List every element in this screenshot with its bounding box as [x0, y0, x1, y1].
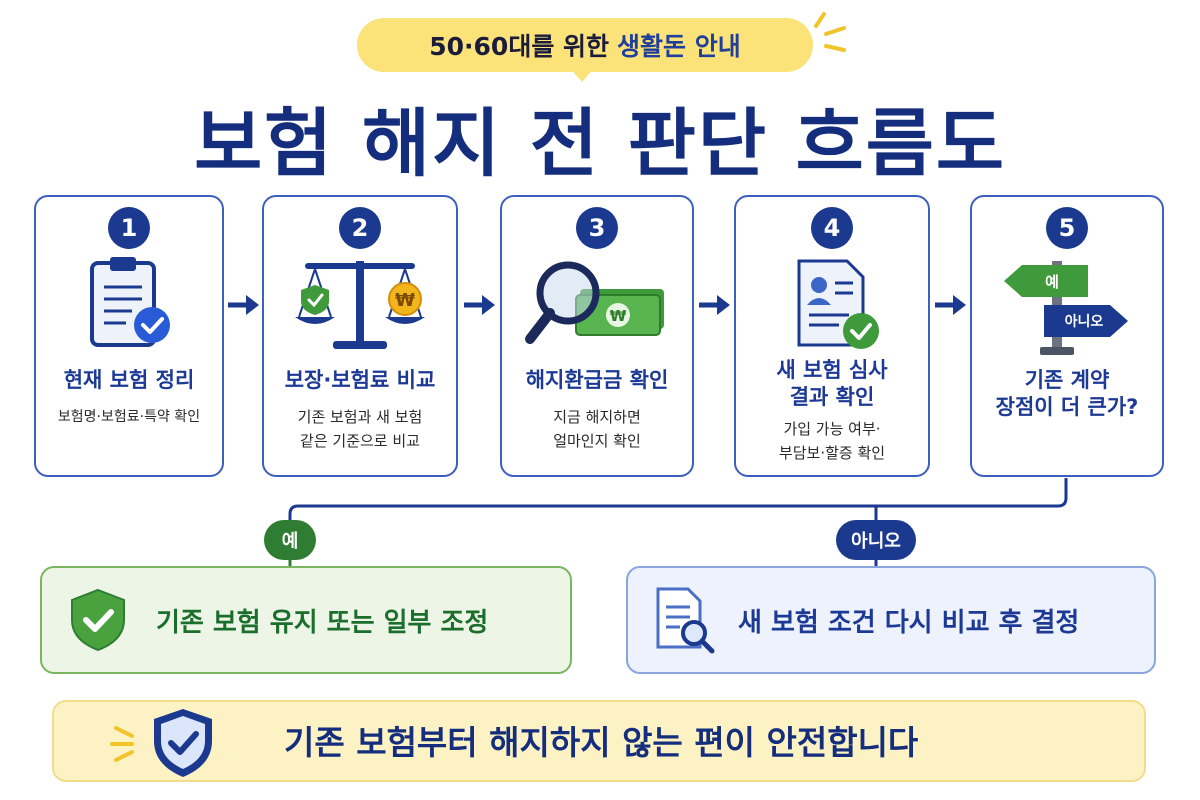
svg-text:₩: ₩ [610, 307, 627, 325]
conclusion-text: 기존 보험부터 해지하지 않는 편이 안전합니다 [284, 723, 919, 762]
shield-check-icon [71, 588, 125, 652]
magnifier-money-icon: ₩ [525, 261, 664, 344]
profile-document-check-icon [797, 259, 879, 349]
step-number: 4 [811, 207, 853, 249]
sparkle-icon [814, 12, 846, 52]
step-title: 보장·보험료 비교 [284, 368, 436, 392]
balance-scale-icon: ₩ [295, 261, 425, 349]
sparkle-icon [110, 726, 134, 762]
result-no-text: 새 보험 조건 다시 비교 후 결정 [738, 607, 1080, 638]
step-description: 기존 보험과 새 보험 같은 기준으로 비교 [297, 408, 423, 450]
step-card-3: 3 ₩ 해지환급금 확인 지금 해지하면 얼마인지 확인 [500, 195, 694, 477]
arrow-right-icon [935, 295, 966, 315]
clipboard-check-icon [90, 257, 170, 347]
branch-yes-pill: 예 [264, 520, 316, 560]
document-search-icon [656, 587, 715, 654]
step-description: 보험명·보험료·특약 확인 [57, 409, 201, 425]
sign-no-label: 아니오 [1065, 313, 1104, 330]
step-card-5: 5 예 아니오 기존 계약 장점이 더 큰가? [970, 195, 1164, 477]
step-title: 해지환급금 확인 [525, 368, 669, 392]
step-title: 현재 보험 정리 [63, 368, 195, 392]
subtitle-prefix: 50·60대를 위한 [429, 32, 610, 61]
signpost-icon: 예 아니오 [1004, 261, 1128, 355]
step-number: 5 [1046, 207, 1088, 249]
arrow-right-icon [228, 295, 259, 315]
step-title: 새 보험 심사 결과 확인 [776, 358, 888, 409]
arrow-right-icon [699, 295, 730, 315]
result-yes-box: 기존 보험 유지 또는 일부 조정 [40, 566, 572, 674]
result-no-box: 새 보험 조건 다시 비교 후 결정 [626, 566, 1156, 674]
branch-no-pill: 아니오 [836, 520, 916, 560]
subtitle-bubble: 50·60대를 위한 생활돈 안내 [357, 18, 813, 72]
shield-check-icon [154, 709, 212, 777]
step-description: 가입 가능 여부· 부담보·할증 확인 [778, 420, 886, 462]
arrow-right-icon [464, 295, 495, 315]
result-yes-text: 기존 보험 유지 또는 일부 조정 [156, 607, 489, 638]
sign-yes-label: 예 [1045, 273, 1059, 291]
step-description: 지금 해지하면 얼마인지 확인 [553, 408, 641, 450]
conclusion-banner: 기존 보험부터 해지하지 않는 편이 안전합니다 [52, 700, 1146, 782]
subtitle-highlight: 생활돈 안내 [617, 32, 741, 61]
step-card-4: 4 새 보험 심사 결과 확인 가입 가능 여부· 부담보·할증 확인 [734, 195, 930, 477]
bubble-tail [568, 66, 596, 82]
step-number: 3 [576, 207, 618, 249]
page-title: 보험 해지 전 판단 흐름도 [194, 101, 1006, 187]
step-card-1: 1 현재 보험 정리 보험명·보험료·특약 확인 [34, 195, 224, 477]
step-title: 기존 계약 장점이 더 큰가? [995, 368, 1139, 419]
step-number: 1 [108, 207, 150, 249]
step-number: 2 [339, 207, 381, 249]
svg-text:₩: ₩ [395, 290, 415, 311]
step-card-2: 2 ₩ 보장·보험료 비교 기존 보험과 새 보험 같은 기준으로 비교 [262, 195, 458, 477]
